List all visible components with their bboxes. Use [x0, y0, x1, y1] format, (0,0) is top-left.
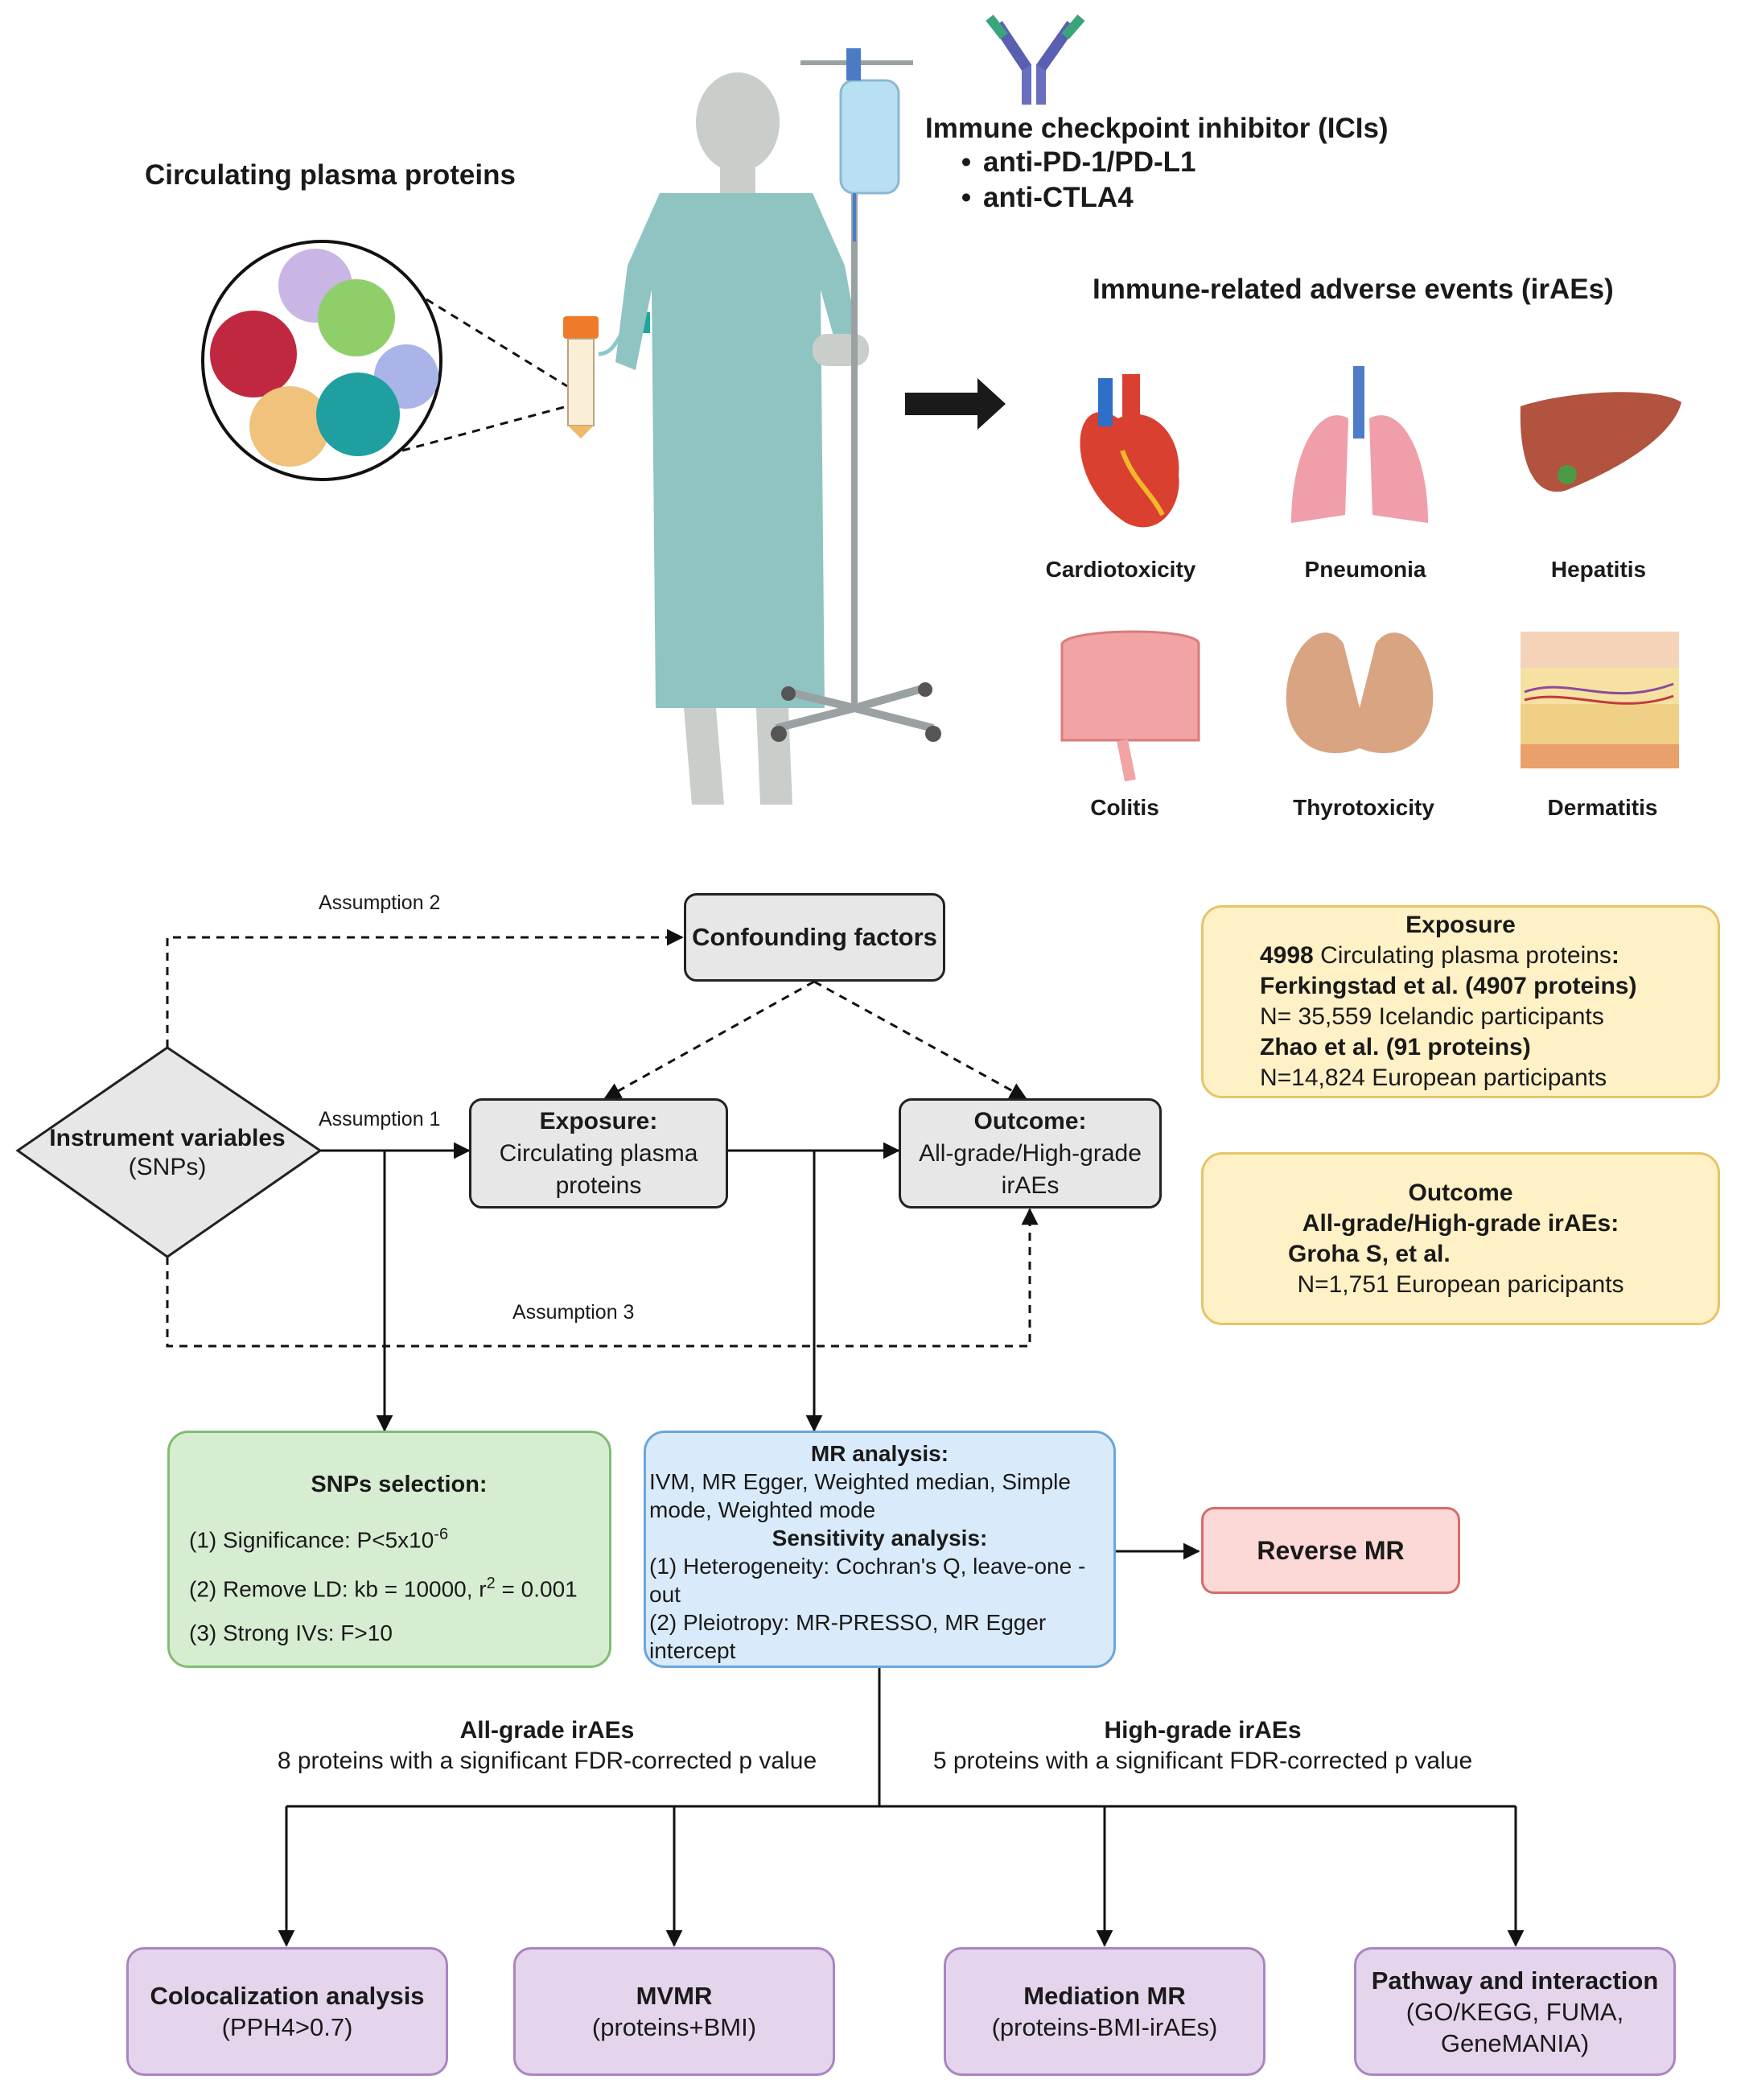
- outcome-panel: Outcome All-grade/High-grade irAEs: Groh…: [1201, 1152, 1720, 1325]
- top-illustration: [201, 14, 1681, 805]
- organ-label-cardiotoxicity: Cardiotoxicity: [1045, 557, 1196, 582]
- snps-item-1-text: (1) Significance: P<5x10: [189, 1527, 434, 1553]
- ici-title: Immune checkpoint inhibitor (ICIs): [925, 113, 1389, 144]
- thyroid-icon: [1286, 632, 1434, 754]
- snps-item-2-exp: 2: [486, 1575, 496, 1593]
- exposure-box-body: Circulating plasma proteins: [499, 1139, 698, 1199]
- protein-cluster-icon: [201, 240, 442, 481]
- ici-item-ctla4: anti-CTLA4: [949, 180, 1195, 216]
- colocalization-sub: (PPH4>0.7): [221, 2013, 353, 2041]
- mediation-mr-sub: (proteins-BMI-irAEs): [991, 2013, 1218, 2041]
- organ-label-pneumonia: Pneumonia: [1304, 557, 1426, 582]
- mr-title: MR analysis:: [810, 1441, 949, 1466]
- mr-methods: IVM, MR Egger, Weighted median, Simple m…: [649, 1469, 1071, 1522]
- high-grade-title: High-grade irAEs: [1104, 1717, 1302, 1744]
- exposure-box-title: Exposure:: [539, 1107, 658, 1134]
- exposure-panel-title: Exposure: [1405, 912, 1516, 938]
- exposure-panel-count-line: 4998 Circulating plasma proteins:: [1260, 941, 1619, 971]
- liver-icon: [1520, 392, 1681, 492]
- assumption-3-label: Assumption 3: [512, 1301, 635, 1324]
- ici-item-pd1: anti-PD-1/PD-L1: [949, 145, 1195, 180]
- exposure-panel-colon: :: [1611, 942, 1619, 969]
- snps-item-2-text: (2) Remove LD: kb = 10000, r: [189, 1576, 487, 1602]
- iv-diamond: [15, 1046, 323, 1258]
- mvmr-box: MVMR (proteins+BMI): [513, 1947, 835, 2076]
- outcome-box-title: Outcome:: [973, 1107, 1087, 1134]
- heart-icon: [1080, 374, 1179, 528]
- exposure-panel-source1-n: N= 35,559 Icelandic participants: [1260, 1003, 1604, 1030]
- patient-icon: [615, 72, 869, 805]
- snps-title: SNPs selection:: [311, 1472, 488, 1497]
- confounding-factors-box: Confounding factors: [684, 893, 945, 982]
- exposure-panel-source2-n: N=14,824 European participants: [1260, 1064, 1607, 1091]
- exposure-panel-count: 4998: [1260, 942, 1314, 969]
- reverse-mr-box: Reverse MR: [1201, 1507, 1460, 1594]
- mr-sensitivity-1: (1) Heterogeneity: Cochran's Q, leave-on…: [649, 1554, 1086, 1607]
- big-arrow-icon: [905, 378, 1006, 430]
- all-grade-title: All-grade irAEs: [459, 1717, 635, 1744]
- mr-sensitivity-title: Sensitivity analysis:: [772, 1526, 988, 1550]
- outcome-panel-source-n: N=1,751 European paricipants: [1297, 1270, 1624, 1298]
- outcome-box-body: All-grade/High-grade irAEs: [919, 1139, 1142, 1199]
- pathway-sub: (GO/KEGG, FUMA, GeneMANIA): [1405, 1997, 1624, 2057]
- pathway-title: Pathway and interaction: [1371, 1966, 1659, 1995]
- pathway-box: Pathway and interaction (GO/KEGG, FUMA, …: [1354, 1947, 1676, 2076]
- mediation-mr-title: Mediation MR: [1023, 1982, 1186, 2010]
- outcome-panel-source: Groha S, et al.: [1288, 1240, 1451, 1267]
- colocalization-title: Colocalization analysis: [150, 1982, 425, 2010]
- high-grade-results: High-grade irAEs 5 proteins with a signi…: [893, 1714, 1512, 1778]
- mvmr-title: MVMR: [636, 1982, 713, 2010]
- exposure-panel-source2: Zhao et al. (91 proteins): [1260, 1034, 1531, 1060]
- mvmr-sub: (proteins+BMI): [591, 2013, 757, 2041]
- snps-item-3: (3) Strong IVs: F>10: [189, 1620, 393, 1645]
- exposure-panel-source1: Ferkingstad et al. (4907 proteins): [1260, 973, 1637, 999]
- iv-stand-icon: [771, 48, 941, 742]
- snps-item-1: (1) Significance: P<5x10-6: [189, 1513, 448, 1562]
- colocalization-box: Colocalization analysis (PPH4>0.7): [126, 1947, 448, 2076]
- iv-title: Instrument variables: [49, 1125, 286, 1151]
- snps-item-1-exp: -6: [434, 1526, 449, 1543]
- plasma-proteins-title: Circulating plasma proteins: [145, 159, 516, 191]
- ici-list: anti-PD-1/PD-L1 anti-CTLA4: [949, 145, 1195, 216]
- colon-icon: [1060, 630, 1200, 782]
- snps-item-2-tail: = 0.001: [495, 1576, 578, 1602]
- organ-label-dermatitis: Dermatitis: [1547, 795, 1658, 820]
- organ-label-colitis: Colitis: [1090, 795, 1159, 820]
- outcome-panel-subtitle: All-grade/High-grade irAEs:: [1302, 1209, 1619, 1237]
- snps-selection-box: SNPs selection: (1) Significance: P<5x10…: [167, 1431, 611, 1668]
- irae-title: Immune-related adverse events (irAEs): [1093, 274, 1614, 305]
- mr-sensitivity-2: (2) Pleiotropy: MR-PRESSO, MR Egger inte…: [649, 1610, 1047, 1663]
- mr-analysis-box: MR analysis: IVM, MR Egger, Weighted med…: [644, 1431, 1116, 1668]
- organ-label-hepatitis: Hepatitis: [1550, 557, 1647, 582]
- exposure-panel-count-rest: Circulating plasma proteins: [1313, 942, 1611, 969]
- skin-icon: [1521, 632, 1679, 768]
- assumption-1-label: Assumption 1: [319, 1108, 441, 1130]
- all-grade-body: 8 proteins with a significant FDR-correc…: [277, 1748, 817, 1774]
- mediation-mr-box: Mediation MR (proteins-BMI-irAEs): [944, 1947, 1265, 2076]
- iv-label: Instrument variables (SNPs): [32, 1125, 302, 1181]
- iv-subtitle: (SNPs): [128, 1154, 207, 1180]
- organ-label-thyrotoxicity: Thyrotoxicity: [1293, 795, 1434, 820]
- assumption-2-label: Assumption 2: [319, 891, 441, 914]
- exposure-box: Exposure: Circulating plasma proteins: [469, 1098, 728, 1209]
- exposure-panel: Exposure 4998 Circulating plasma protein…: [1201, 905, 1720, 1098]
- all-grade-results: All-grade irAEs 8 proteins with a signif…: [233, 1714, 861, 1778]
- outcome-box: Outcome: All-grade/High-grade irAEs: [899, 1098, 1162, 1209]
- snps-item-2: (2) Remove LD: kb = 10000, r2 = 0.001: [189, 1562, 578, 1611]
- lungs-icon: [1291, 366, 1428, 523]
- antibody-icon: [986, 14, 1085, 105]
- high-grade-body: 5 proteins with a significant FDR-correc…: [932, 1748, 1473, 1774]
- outcome-panel-title: Outcome: [1408, 1179, 1513, 1206]
